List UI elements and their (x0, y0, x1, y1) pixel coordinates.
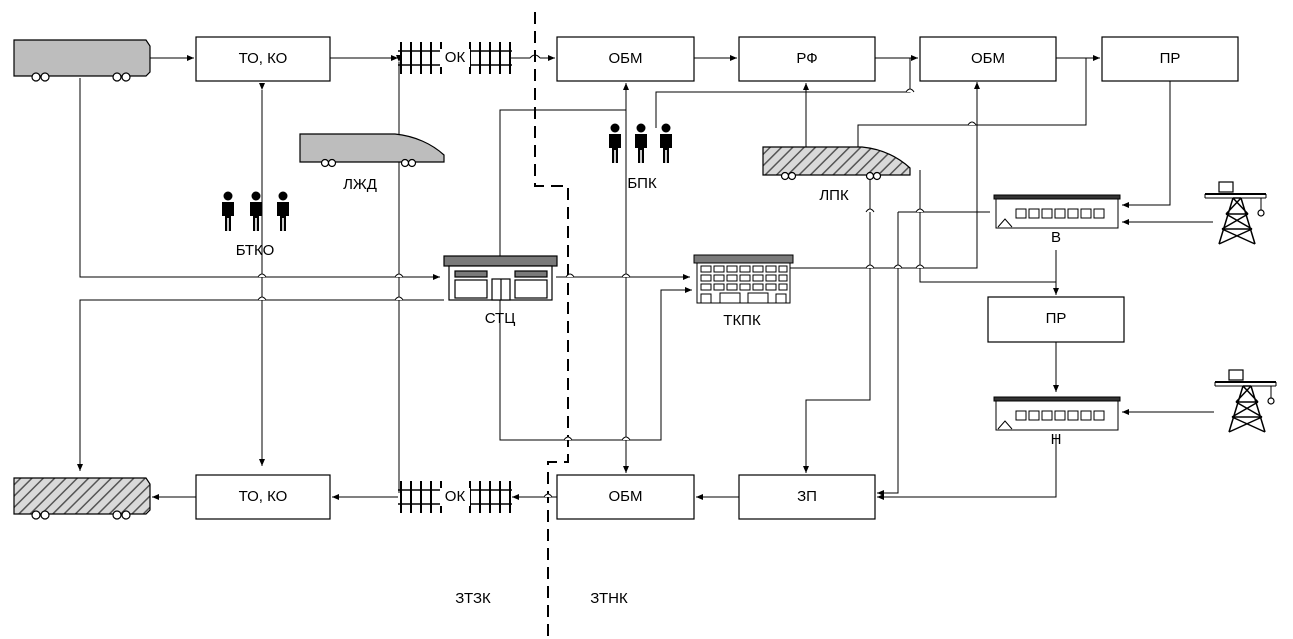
crane-bottom-icon (1215, 370, 1276, 432)
people-bpk-icon (609, 124, 672, 164)
label-n: Н (1046, 432, 1066, 448)
warehouse-v (994, 195, 1120, 228)
building-stc (444, 256, 557, 300)
box-zp-label: ЗП (739, 489, 875, 505)
label-tkpk: ТКПК (714, 313, 770, 329)
label-ztnk: ЗТНК (584, 591, 634, 607)
box-obm-top-label: ОБМ (557, 51, 694, 67)
locomotive-ljd (300, 134, 444, 167)
label-v: В (1046, 230, 1066, 246)
box-obm-bottom-label: ОБМ (557, 489, 694, 505)
wagon-bottom-left (14, 478, 150, 519)
label-bpk: БПК (620, 176, 664, 192)
box-rf-label: РФ (739, 51, 875, 67)
box-pr-mid-label: ПР (988, 311, 1124, 327)
warehouse-n (994, 397, 1120, 430)
people-btko-icon (222, 192, 289, 232)
wagon-top-left (14, 40, 150, 81)
box-obm-top2-label: ОБМ (920, 51, 1056, 67)
label-lpk: ЛПК (812, 188, 856, 204)
locomotive-lpk (763, 147, 910, 180)
crane-top-icon (1205, 182, 1266, 244)
box-to-ko-bottom-label: ТО, КО (196, 489, 330, 505)
label-ztzk: ЗТЗК (448, 591, 498, 607)
building-tkpk (694, 255, 793, 303)
label-ok-bottom: ОК (440, 489, 470, 505)
box-to-ko-top-label: ТО, КО (196, 51, 330, 67)
label-ljd: ЛЖД (340, 177, 380, 193)
label-btko: БТКО (225, 243, 285, 259)
label-ok-top: ОК (440, 50, 470, 66)
label-stc: СТЦ (478, 311, 522, 327)
zone-divider (535, 12, 568, 639)
box-pr-top-label: ПР (1102, 51, 1238, 67)
